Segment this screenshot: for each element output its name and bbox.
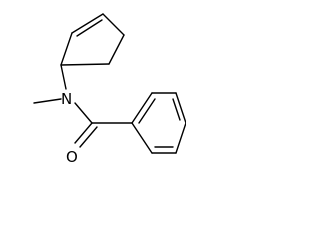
ring-bond (108, 34, 125, 65)
n-bonds (33, 64, 93, 124)
carbonyl-double-bond-inner (79, 126, 98, 148)
ring-double-bond-inner (76, 19, 103, 37)
benzene-ring (131, 92, 186, 154)
benzene-bond (175, 122, 186, 154)
nitrogen-carbonyl-bond (74, 102, 93, 124)
ring-bond (60, 32, 73, 66)
benzene-bond (131, 92, 153, 124)
carbonyl-double-bond-outer (74, 122, 93, 144)
carbonyl-group (74, 122, 133, 148)
nitrogen-methyl-bond (33, 98, 62, 104)
cyclopentene-ring (60, 13, 125, 66)
chemical-structure: N O (33, 13, 186, 166)
ring-bond (60, 63, 110, 66)
benzene-inner-bond (138, 98, 156, 124)
ring-double-bond-outer (71, 13, 104, 34)
benzene-bond (131, 122, 153, 154)
oxygen-atom-label: O (66, 148, 78, 166)
ring-to-nitrogen-bond (60, 64, 67, 90)
benzene-inner-bond (172, 98, 181, 121)
ring-bond (102, 13, 125, 36)
nitrogen-atom-label: N (61, 90, 72, 108)
benzene-bond (175, 92, 186, 124)
